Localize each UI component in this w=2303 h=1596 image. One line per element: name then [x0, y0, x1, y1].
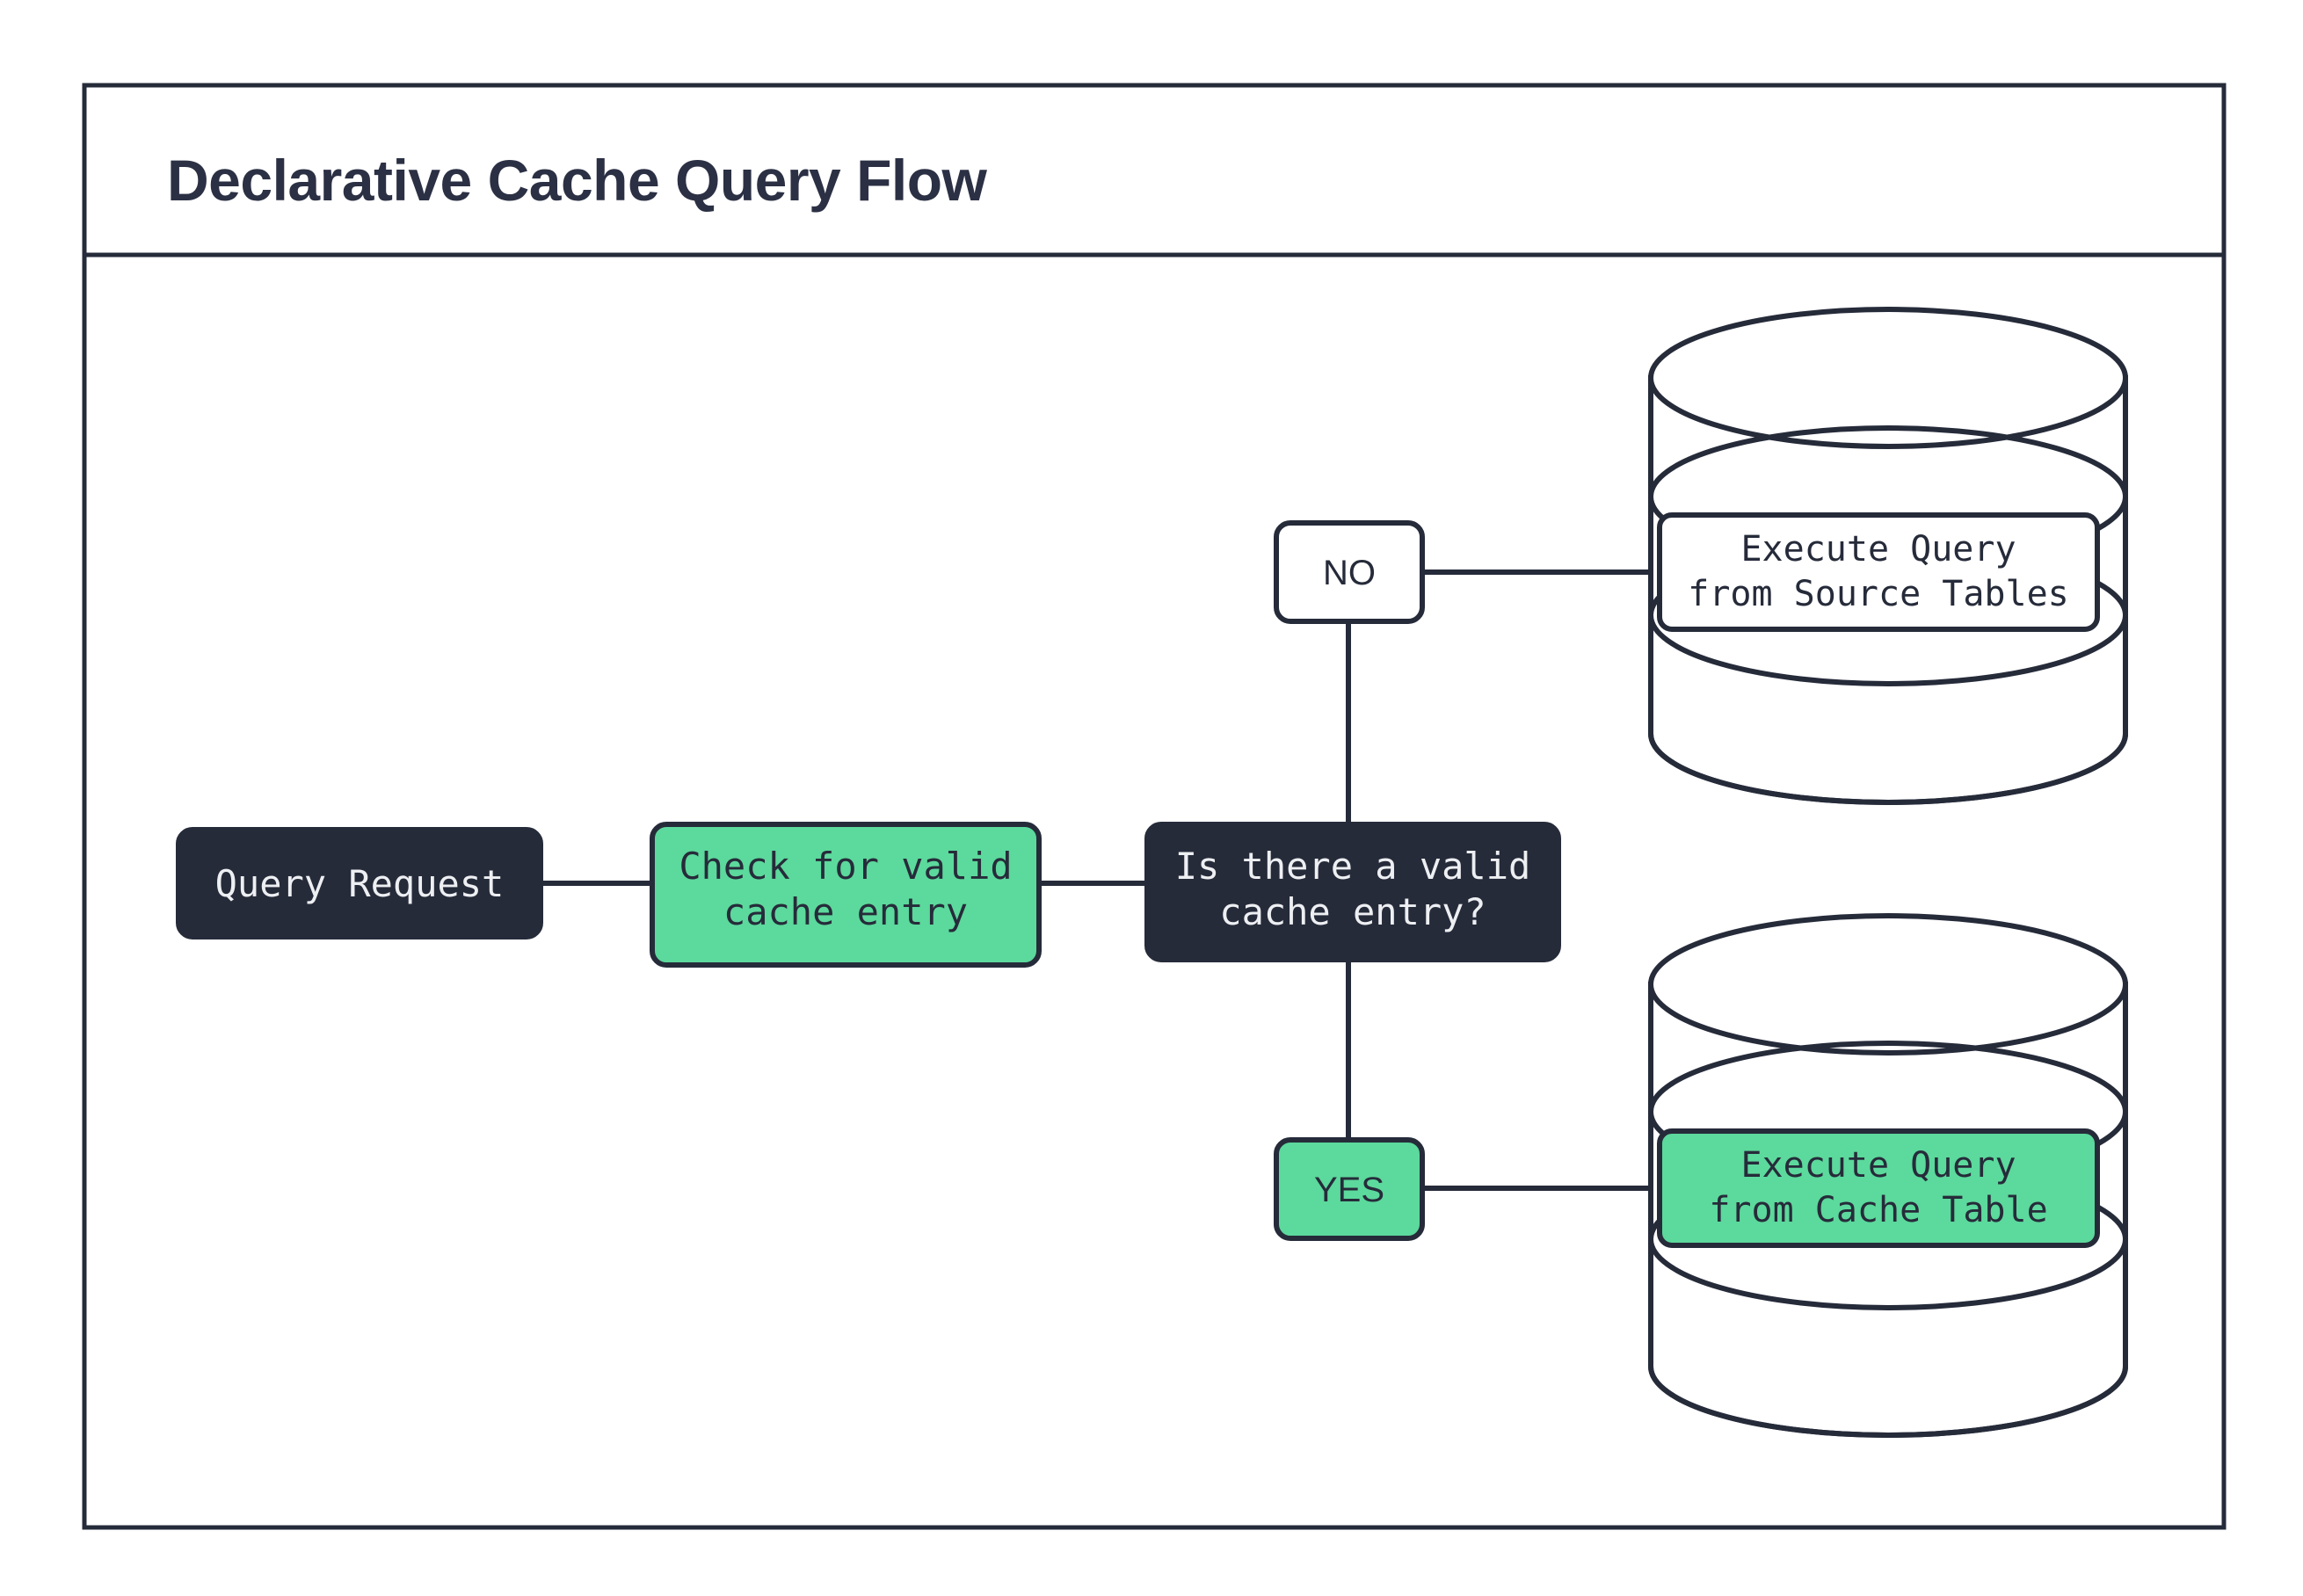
decision-label-line2: cache entry?	[1219, 890, 1486, 933]
source-db-label-line2: from Source Tables	[1688, 574, 2068, 614]
branch-label-no[interactable]: NO	[1274, 520, 1425, 624]
cache-db-label-line2: from Cache Table	[1709, 1190, 2047, 1230]
cache-db-disk-bottom-arc	[1648, 1366, 2128, 1438]
node-query-request[interactable]: Query Request	[176, 827, 543, 939]
source-db-disk-3-arc	[1648, 614, 2128, 686]
cache-db-disk-top	[1648, 913, 2128, 1056]
no-branch-box[interactable]	[1274, 520, 1425, 624]
diagram-frame	[82, 83, 2227, 1530]
source-db-disk-top	[1648, 307, 2128, 449]
source-db-disk-bottom-arc	[1648, 733, 2128, 805]
page-title: Declarative Cache Query Flow	[167, 148, 988, 213]
cache-db-disk-3-arc	[1648, 1238, 2128, 1310]
node-decision-valid-cache[interactable]: Is there a valid cache entry?	[1144, 822, 1561, 962]
cache-db-label-line1: Execute Query	[1740, 1145, 2016, 1186]
source-tables-database-cylinder: Execute Query from Source Tables	[1648, 307, 2128, 805]
branch-label-yes[interactable]: YES	[1274, 1137, 1425, 1241]
cache-db-disk-2-arc-back	[1648, 1041, 2128, 1113]
check-cache-box[interactable]	[650, 822, 1042, 968]
node-check-cache-entry[interactable]: Check for valid cache entry	[650, 822, 1042, 968]
source-db-label-line1: Execute Query	[1740, 529, 2016, 569]
check-cache-label-line1: Check for valid	[679, 845, 1012, 888]
cache-db-label-box[interactable]	[1657, 1128, 2100, 1248]
decision-box[interactable]	[1144, 822, 1561, 962]
source-db-disk-2-arc-back	[1648, 425, 2128, 497]
query-request-box[interactable]	[176, 827, 543, 939]
check-cache-label-line2: cache entry	[723, 890, 968, 933]
yes-branch-box[interactable]	[1274, 1137, 1425, 1241]
no-branch-text: NO	[1323, 554, 1376, 592]
source-db-label-box[interactable]	[1657, 512, 2100, 632]
query-request-label: Query Request	[215, 862, 505, 905]
yes-branch-text: YES	[1314, 1171, 1384, 1209]
cache-table-database-cylinder: Execute Query from Cache Table	[1648, 913, 2128, 1438]
decision-label-line1: Is there a valid	[1175, 845, 1531, 888]
